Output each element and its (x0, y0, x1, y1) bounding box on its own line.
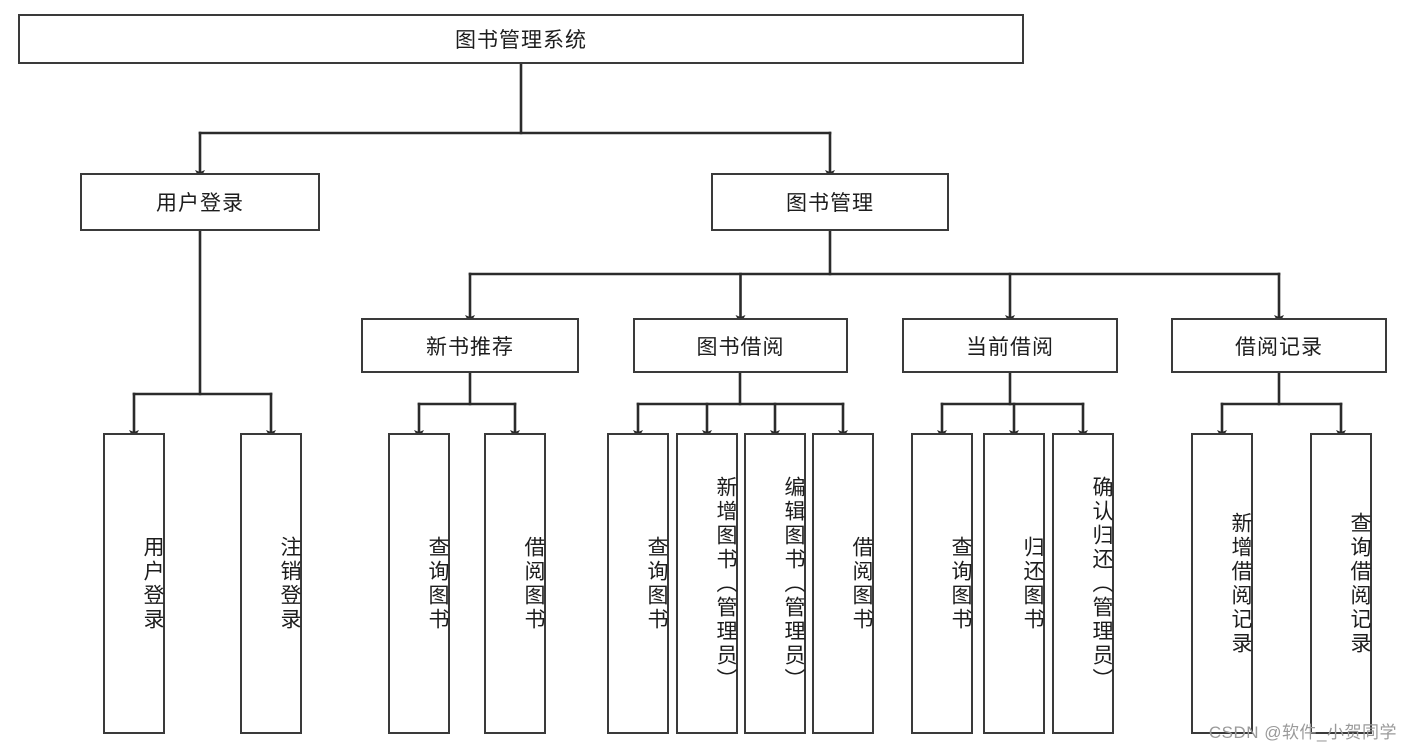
node-label: 借阅记录 (1235, 335, 1323, 359)
node-leaf-leaf-confirm-return-admin[interactable]: 确认归还（管理员） (1052, 433, 1114, 734)
node-label: 查询图书 (645, 535, 668, 632)
node-borrow-records[interactable]: 借阅记录 (1171, 318, 1387, 373)
node-label: 图书管理 (786, 192, 874, 215)
node-label: 查询借阅记录 (1348, 511, 1371, 656)
node-user-login[interactable]: 用户登录 (80, 173, 320, 231)
node-leaf-leaf-logout-login[interactable]: 注销登录 (240, 433, 302, 734)
node-leaf-leaf-query-books-borrow[interactable]: 查询图书 (607, 433, 669, 734)
connector-edges (129, 62, 1346, 439)
node-label: 确认归还（管理员） (1090, 475, 1113, 692)
node-leaf-leaf-borrow-books-recommend[interactable]: 借阅图书 (484, 433, 546, 734)
node-label: 编辑图书（管理员） (782, 475, 805, 692)
node-leaf-leaf-edit-book-admin[interactable]: 编辑图书（管理员） (744, 433, 806, 734)
node-leaf-leaf-add-book-admin[interactable]: 新增图书（管理员） (676, 433, 738, 734)
node-leaf-leaf-query-books-recommend[interactable]: 查询图书 (388, 433, 450, 734)
node-label: 借阅图书 (522, 535, 545, 632)
node-label: 查询图书 (426, 535, 449, 632)
node-leaf-leaf-query-borrow-record[interactable]: 查询借阅记录 (1310, 433, 1372, 734)
node-leaf-leaf-add-borrow-record[interactable]: 新增借阅记录 (1191, 433, 1253, 734)
node-label: 注销登录 (278, 535, 301, 632)
node-label: 当前借阅 (966, 335, 1054, 359)
node-label: 查询图书 (949, 535, 972, 632)
node-label: 新书推荐 (426, 335, 514, 359)
node-new-book-recommend[interactable]: 新书推荐 (361, 318, 579, 373)
node-book-borrow[interactable]: 图书借阅 (633, 318, 848, 373)
node-label: 新增借阅记录 (1229, 511, 1252, 656)
node-leaf-leaf-query-books-current[interactable]: 查询图书 (911, 433, 973, 734)
node-leaf-leaf-user-login[interactable]: 用户登录 (103, 433, 165, 734)
node-label: 用户登录 (156, 192, 244, 215)
node-leaf-leaf-return-books[interactable]: 归还图书 (983, 433, 1045, 734)
node-label: 归还图书 (1021, 535, 1044, 632)
node-label: 用户登录 (141, 535, 164, 632)
node-label: 图书借阅 (696, 335, 785, 359)
node-leaf-leaf-borrow-books[interactable]: 借阅图书 (812, 433, 874, 734)
node-label: 图书管理系统 (455, 29, 587, 52)
node-book-management[interactable]: 图书管理 (711, 173, 949, 231)
node-root-root[interactable]: 图书管理系统 (18, 14, 1024, 64)
watermark-text: CSDN @软件_小贺同学 (1208, 723, 1397, 742)
node-current-borrow[interactable]: 当前借阅 (902, 318, 1118, 373)
node-label: 新增图书（管理员） (714, 475, 737, 692)
node-label: 借阅图书 (850, 535, 873, 632)
